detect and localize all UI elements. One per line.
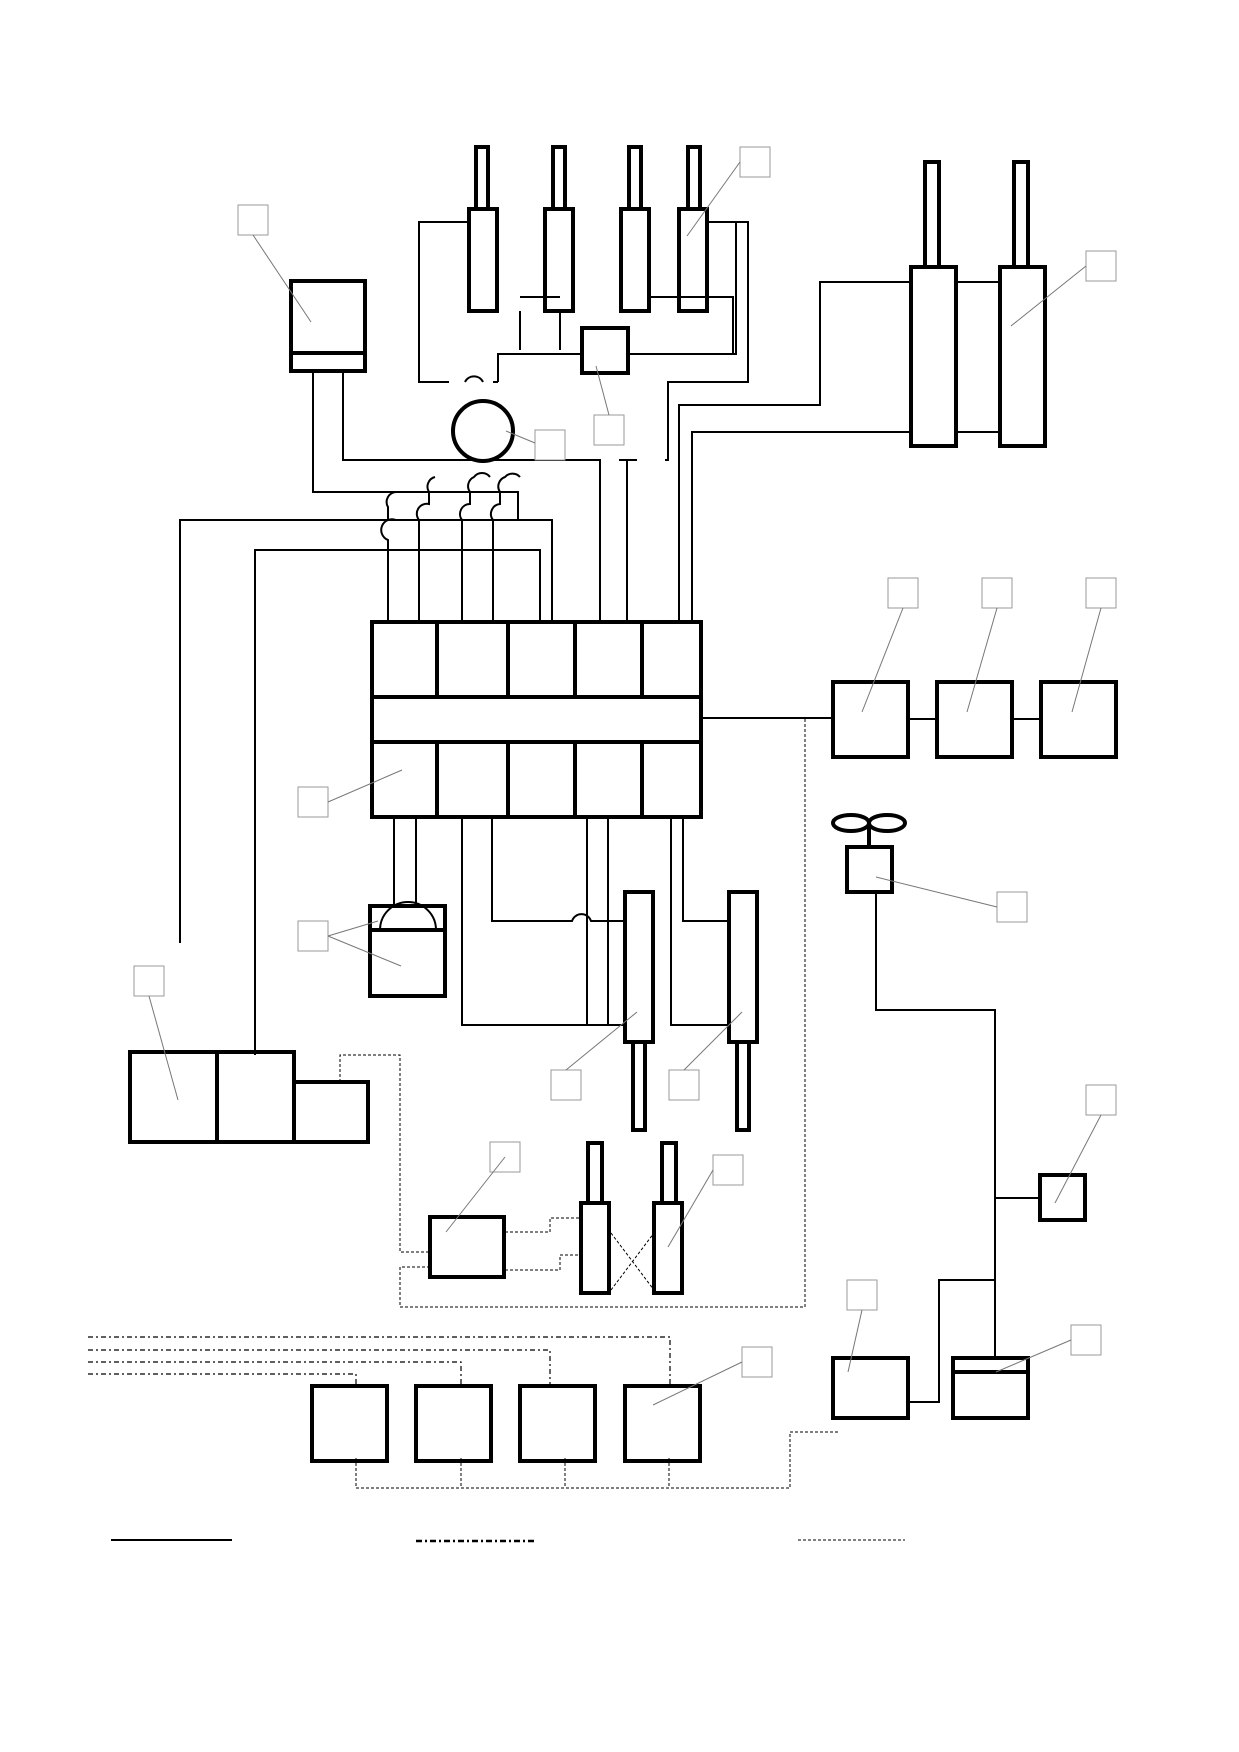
mid-cylinder-2-rod	[735, 1040, 751, 1132]
crossing-pipes	[179, 459, 637, 1055]
right-box-2	[935, 680, 1014, 759]
cylinder-1-body	[467, 207, 499, 313]
upper-left-unit	[289, 279, 416, 493]
bottom-box-2	[414, 1384, 493, 1463]
label-fan	[996, 891, 1028, 923]
cylinder-3-rod	[627, 145, 643, 211]
right-cylinder-1-rod	[923, 160, 941, 269]
label-right-cylinder	[1085, 250, 1117, 282]
pump-circle	[451, 399, 515, 463]
label-right-box-1	[887, 577, 919, 609]
lower-valve-box	[428, 1215, 506, 1279]
cylinder-1-rod	[474, 145, 490, 211]
right-cylinder-2-body	[998, 265, 1047, 448]
fan-blade-left	[831, 813, 871, 833]
top-valve-block	[580, 326, 630, 375]
label-bottom-box-4	[741, 1346, 773, 1378]
twin-cylinder-1-rod	[586, 1141, 604, 1205]
right-cylinder-2-rod	[1012, 160, 1030, 269]
label-top-cylinder	[739, 146, 771, 178]
twin-cylinder-2-rod	[660, 1141, 678, 1205]
fan-blade-right	[867, 813, 907, 833]
label-right-box-2	[981, 577, 1013, 609]
mid-cylinder-2-body	[727, 890, 759, 1044]
lower-valve-unit	[428, 1141, 684, 1295]
label-pump	[534, 429, 566, 461]
twin-cylinder-1-body	[579, 1201, 611, 1295]
lower-left-tank	[368, 817, 447, 998]
label-valve	[593, 414, 625, 446]
cylinder-group-right	[678, 160, 1047, 620]
bottom-box-4	[623, 1384, 702, 1463]
cylinder-2-body	[543, 207, 575, 313]
line-legend	[111, 1539, 905, 1543]
label-tank	[297, 920, 329, 952]
bus-lines	[88, 1336, 671, 1386]
fan-motor-unit	[831, 813, 1087, 1403]
sensor-box	[1038, 1173, 1087, 1222]
left-unit-main	[128, 1050, 296, 1144]
mid-cylinder-1-rod	[631, 1040, 647, 1132]
cylinder-3-body	[619, 207, 651, 313]
cylinder-2-rod	[551, 145, 567, 211]
left-unit-side	[292, 1080, 370, 1144]
label-controller	[846, 1279, 878, 1311]
label-sensor	[1085, 1084, 1117, 1116]
label-twin-cylinder	[712, 1154, 744, 1186]
mid-cylinder-1-body	[623, 890, 655, 1044]
middle-cylinders	[461, 817, 759, 1132]
bottom-box-row	[310, 1384, 702, 1463]
label-mid-cylinder-1	[550, 1069, 582, 1101]
top-cylinder-pipes	[418, 221, 749, 461]
label-left-unit	[133, 965, 165, 997]
right-cylinder-1-body	[909, 265, 958, 448]
display-box	[951, 1356, 1030, 1420]
fan-motor-box	[845, 845, 894, 894]
right-box-row	[831, 680, 1118, 759]
tank-box	[368, 904, 447, 998]
cylinder-group-top	[467, 145, 709, 313]
right-box-1	[831, 680, 910, 759]
manifold-outline	[370, 620, 703, 819]
cylinder-4-rod	[686, 145, 702, 211]
label-mid-cylinder-2	[668, 1069, 700, 1101]
controller-box	[831, 1356, 910, 1420]
twin-cylinder-2-body	[652, 1201, 684, 1295]
reference-labels	[133, 146, 1117, 1406]
label-right-box-3	[1085, 577, 1117, 609]
right-box-3	[1039, 680, 1118, 759]
central-manifold	[370, 620, 703, 819]
label-manifold	[297, 786, 329, 818]
label-display	[1070, 1324, 1102, 1356]
bottom-box-1	[310, 1384, 389, 1463]
cylinder-4-body	[677, 207, 709, 313]
dotted-control-lines	[339, 717, 838, 1489]
bottom-right-units	[831, 1356, 1030, 1420]
label-upper-left	[237, 204, 269, 236]
upper-left-box	[289, 279, 367, 373]
bottom-box-3	[518, 1384, 597, 1463]
left-power-unit	[128, 1050, 370, 1144]
